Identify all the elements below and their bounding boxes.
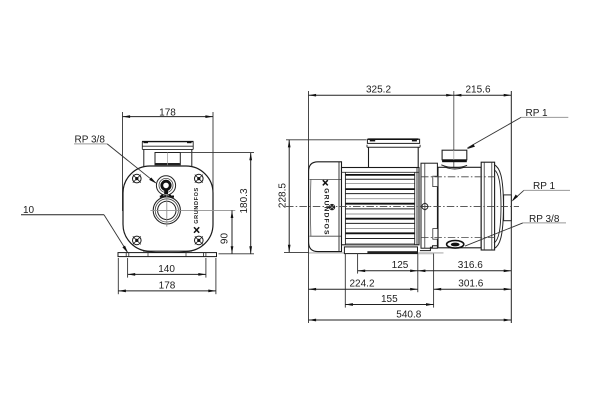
svg-text:90: 90 — [220, 233, 231, 245]
svg-text:301.6: 301.6 — [458, 279, 483, 290]
svg-text:316.6: 316.6 — [458, 260, 483, 271]
svg-text:178: 178 — [159, 107, 176, 118]
svg-text:215.6: 215.6 — [465, 85, 490, 96]
svg-text:540.8: 540.8 — [396, 309, 421, 320]
svg-text:RP 3/8: RP 3/8 — [75, 135, 106, 146]
svg-text:325.2: 325.2 — [366, 85, 391, 96]
svg-text:RP 3/8: RP 3/8 — [529, 214, 560, 225]
svg-text:180.3: 180.3 — [239, 188, 250, 213]
svg-text:RP 1: RP 1 — [526, 108, 548, 119]
svg-text:10: 10 — [23, 205, 35, 216]
svg-text:GRUNDFOS: GRUNDFOS — [194, 187, 200, 224]
svg-text:155: 155 — [381, 294, 398, 305]
svg-text:140: 140 — [158, 264, 175, 275]
svg-text:125: 125 — [392, 260, 409, 271]
svg-text:224.2: 224.2 — [349, 279, 374, 290]
svg-text:228.5: 228.5 — [277, 183, 288, 208]
svg-text:178: 178 — [159, 280, 176, 291]
svg-text:GRUNDFOS: GRUNDFOS — [322, 188, 329, 235]
svg-text:RP 1: RP 1 — [533, 181, 555, 192]
